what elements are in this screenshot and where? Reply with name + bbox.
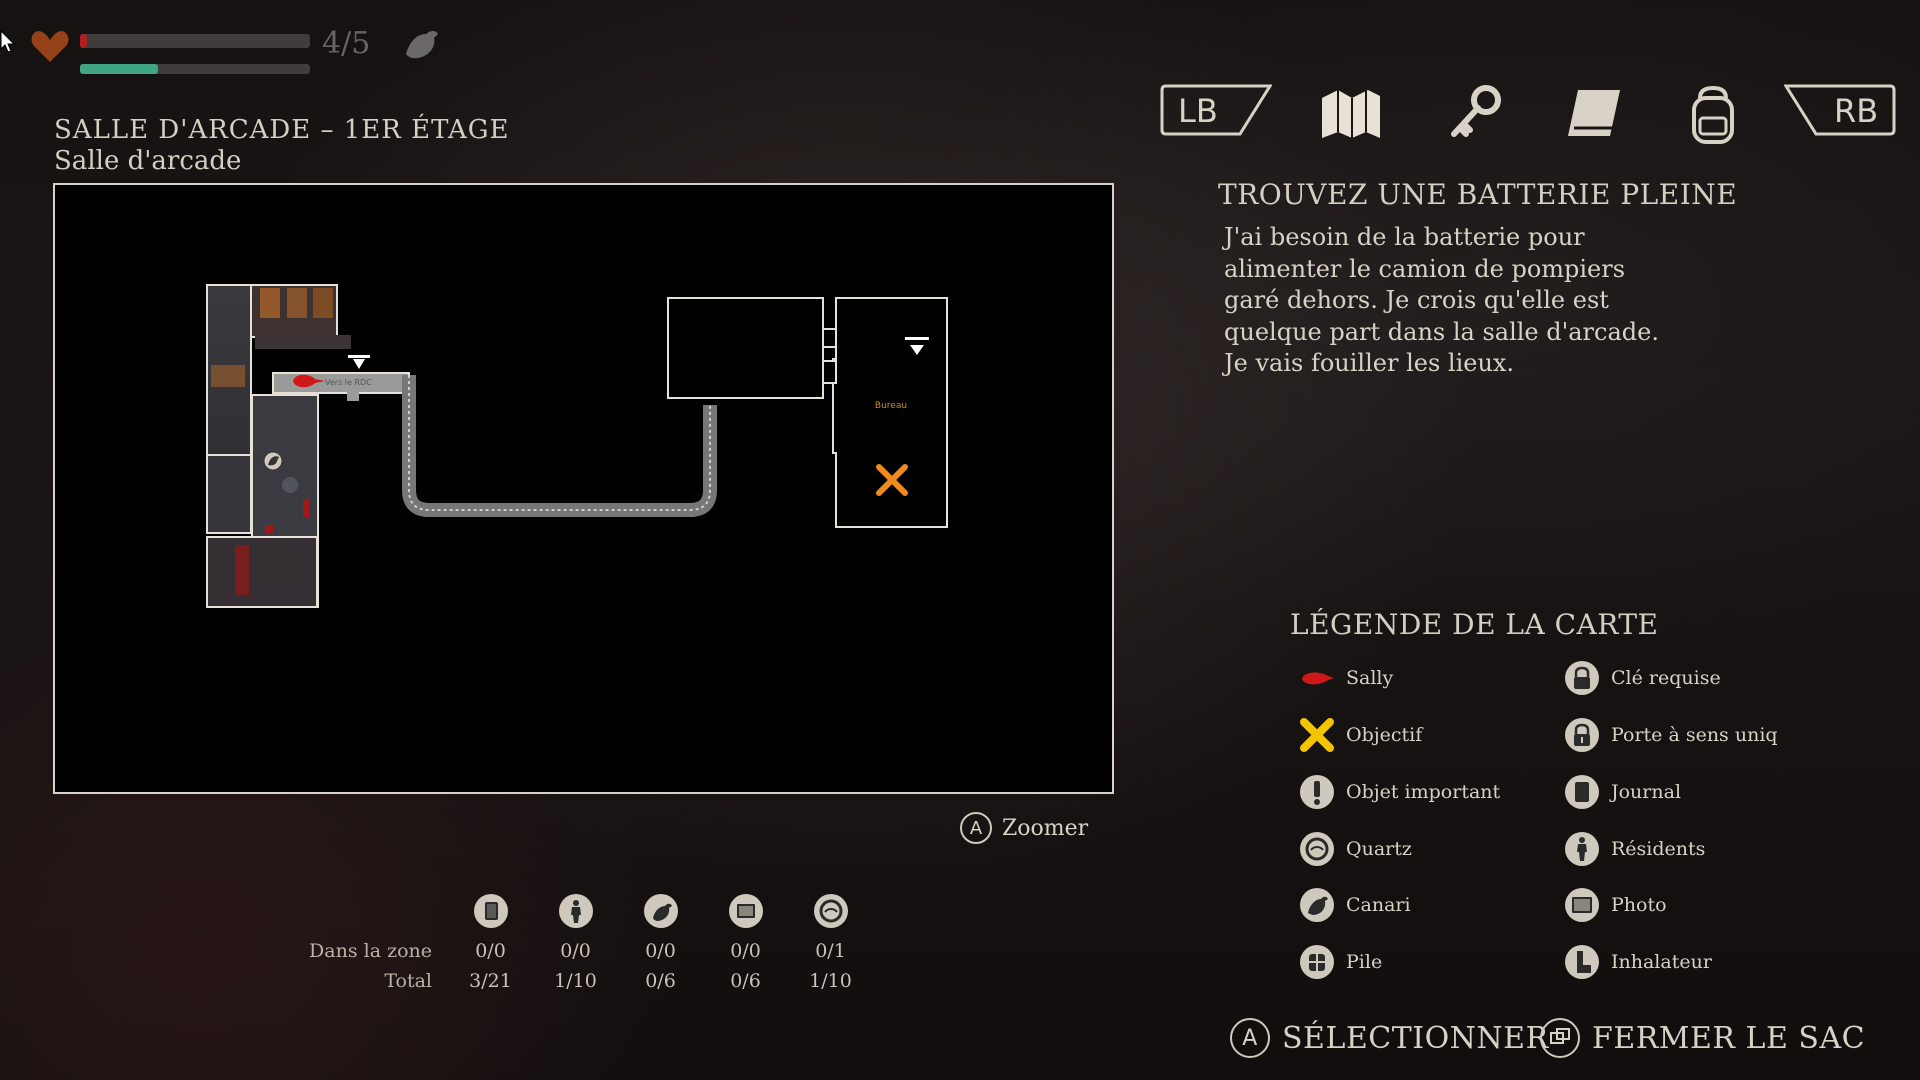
journal-icon (1568, 90, 1620, 136)
legend-title: LÉGENDE DE LA CARTE (1290, 608, 1659, 641)
stat-canary-zone: 0/0 (645, 940, 676, 962)
important-item-icon (1298, 773, 1336, 811)
rb-button[interactable]: RB (1784, 84, 1896, 136)
heart-icon (31, 31, 69, 62)
resident-icon (1563, 830, 1601, 868)
stats-total-row: Total 3/21 1/10 0/6 0/6 1/10 (290, 966, 873, 996)
select-label: SÉLECTIONNER (1282, 1020, 1549, 1056)
stats-zone-row: Dans la zone 0/0 0/0 0/0 0/0 0/1 (290, 936, 873, 966)
legend-item-residents: Résidents (1563, 830, 1705, 868)
canary-icon (1298, 886, 1336, 924)
legend-item-journal: Journal (1563, 773, 1681, 811)
battery-icon (1298, 943, 1336, 981)
legend-item-one-way-door: Porte à sens uniq (1563, 716, 1778, 754)
stat-canary-total: 0/6 (645, 970, 676, 992)
stats-icon-row (290, 890, 873, 932)
legend-item-key-required: Clé requise (1563, 659, 1721, 697)
map-icon (1322, 90, 1380, 138)
stat-photo-zone: 0/0 (730, 940, 761, 962)
map-room-upper (667, 297, 824, 399)
resident-icon (558, 894, 593, 928)
key-required-icon (1563, 659, 1601, 697)
close-bag-label: FERMER LE SAC (1592, 1020, 1866, 1056)
stat-quartz-zone: 0/1 (815, 940, 846, 962)
zoom-hint[interactable]: A Zoomer (960, 812, 1088, 844)
collectibles-stats: Dans la zone 0/0 0/0 0/0 0/0 0/1 Total 3… (290, 890, 873, 996)
mouse-cursor-icon (0, 30, 16, 53)
floor-map[interactable]: Vers le RDC Bureau (53, 183, 1114, 794)
photo-icon (1563, 886, 1601, 924)
stat-photo-total: 0/6 (730, 970, 761, 992)
one-way-door-icon (1563, 716, 1601, 754)
journal-icon (1563, 773, 1601, 811)
canary-count: 4/5 (322, 26, 371, 61)
objective-icon (1298, 716, 1336, 754)
map-room-office (832, 297, 948, 528)
stat-journal-zone: 0/0 (475, 940, 506, 962)
backpack-icon (1692, 85, 1734, 144)
location-subtitle: Salle d'arcade (54, 146, 242, 176)
stamina-bar (80, 64, 310, 74)
legend-item-important-item: Objet important (1298, 773, 1500, 811)
map-label-office: Bureau (875, 401, 907, 411)
inventory-tabs: LB RB (1160, 84, 1900, 144)
a-button-icon: A (960, 812, 992, 844)
stat-resident-zone: 0/0 (560, 940, 591, 962)
stats-zone-label: Dans la zone (309, 940, 432, 962)
stamina-bar-fill (80, 64, 159, 74)
a-button-icon: A (1230, 1018, 1270, 1058)
sally-icon (1298, 659, 1336, 697)
canary-icon (643, 894, 678, 928)
legend-item-photo: Photo (1563, 886, 1667, 924)
journal-icon (473, 894, 508, 928)
legend-item-objective: Objectif (1298, 716, 1422, 754)
view-button-icon (1540, 1018, 1580, 1058)
legend-item-canary: Canari (1298, 886, 1411, 924)
photo-icon (728, 894, 763, 928)
zoom-label: Zoomer (1002, 815, 1089, 841)
key-icon (1451, 85, 1501, 137)
map-area-arcade (206, 284, 410, 608)
objective-title: TROUVEZ UNE BATTERIE PLEINE (1218, 178, 1738, 211)
close-bag-action[interactable]: FERMER LE SAC (1540, 1018, 1865, 1058)
tab-backpack[interactable] (1680, 84, 1746, 144)
stat-quartz-total: 1/10 (809, 970, 852, 992)
legend-item-battery: Pile (1298, 943, 1382, 981)
lb-label: LB (1178, 92, 1218, 130)
objective-description: J'ai besoin de la batterie pour alimente… (1224, 223, 1659, 377)
stat-resident-total: 1/10 (554, 970, 597, 992)
sally-marker (293, 374, 325, 388)
health-bar-fill (80, 34, 87, 48)
legend-item-inhaler: Inhalateur (1563, 943, 1712, 981)
location-title: SALLE D'ARCADE – 1ER ÉTAGE (54, 115, 510, 145)
map-label-stairs: Vers le RDC (325, 378, 372, 387)
tab-journal[interactable] (1560, 84, 1626, 144)
health-bar (80, 34, 310, 48)
select-action[interactable]: A SÉLECTIONNER (1230, 1018, 1549, 1058)
stat-journal-total: 3/21 (469, 970, 512, 992)
inhaler-icon (1563, 943, 1601, 981)
objective-marker (876, 464, 908, 496)
canary-icon (406, 31, 438, 59)
tab-map[interactable] (1318, 84, 1384, 144)
map-canvas: Vers le RDC Bureau (206, 284, 948, 608)
legend-item-quartz: Quartz (1298, 830, 1412, 868)
lb-button[interactable]: LB (1160, 84, 1272, 136)
legend-item-sally: Sally (1298, 659, 1393, 697)
quartz-icon (813, 894, 848, 928)
rb-label: RB (1834, 92, 1879, 130)
stats-total-label: Total (384, 970, 432, 992)
quartz-icon (1298, 830, 1336, 868)
tab-keys[interactable] (1442, 84, 1508, 144)
